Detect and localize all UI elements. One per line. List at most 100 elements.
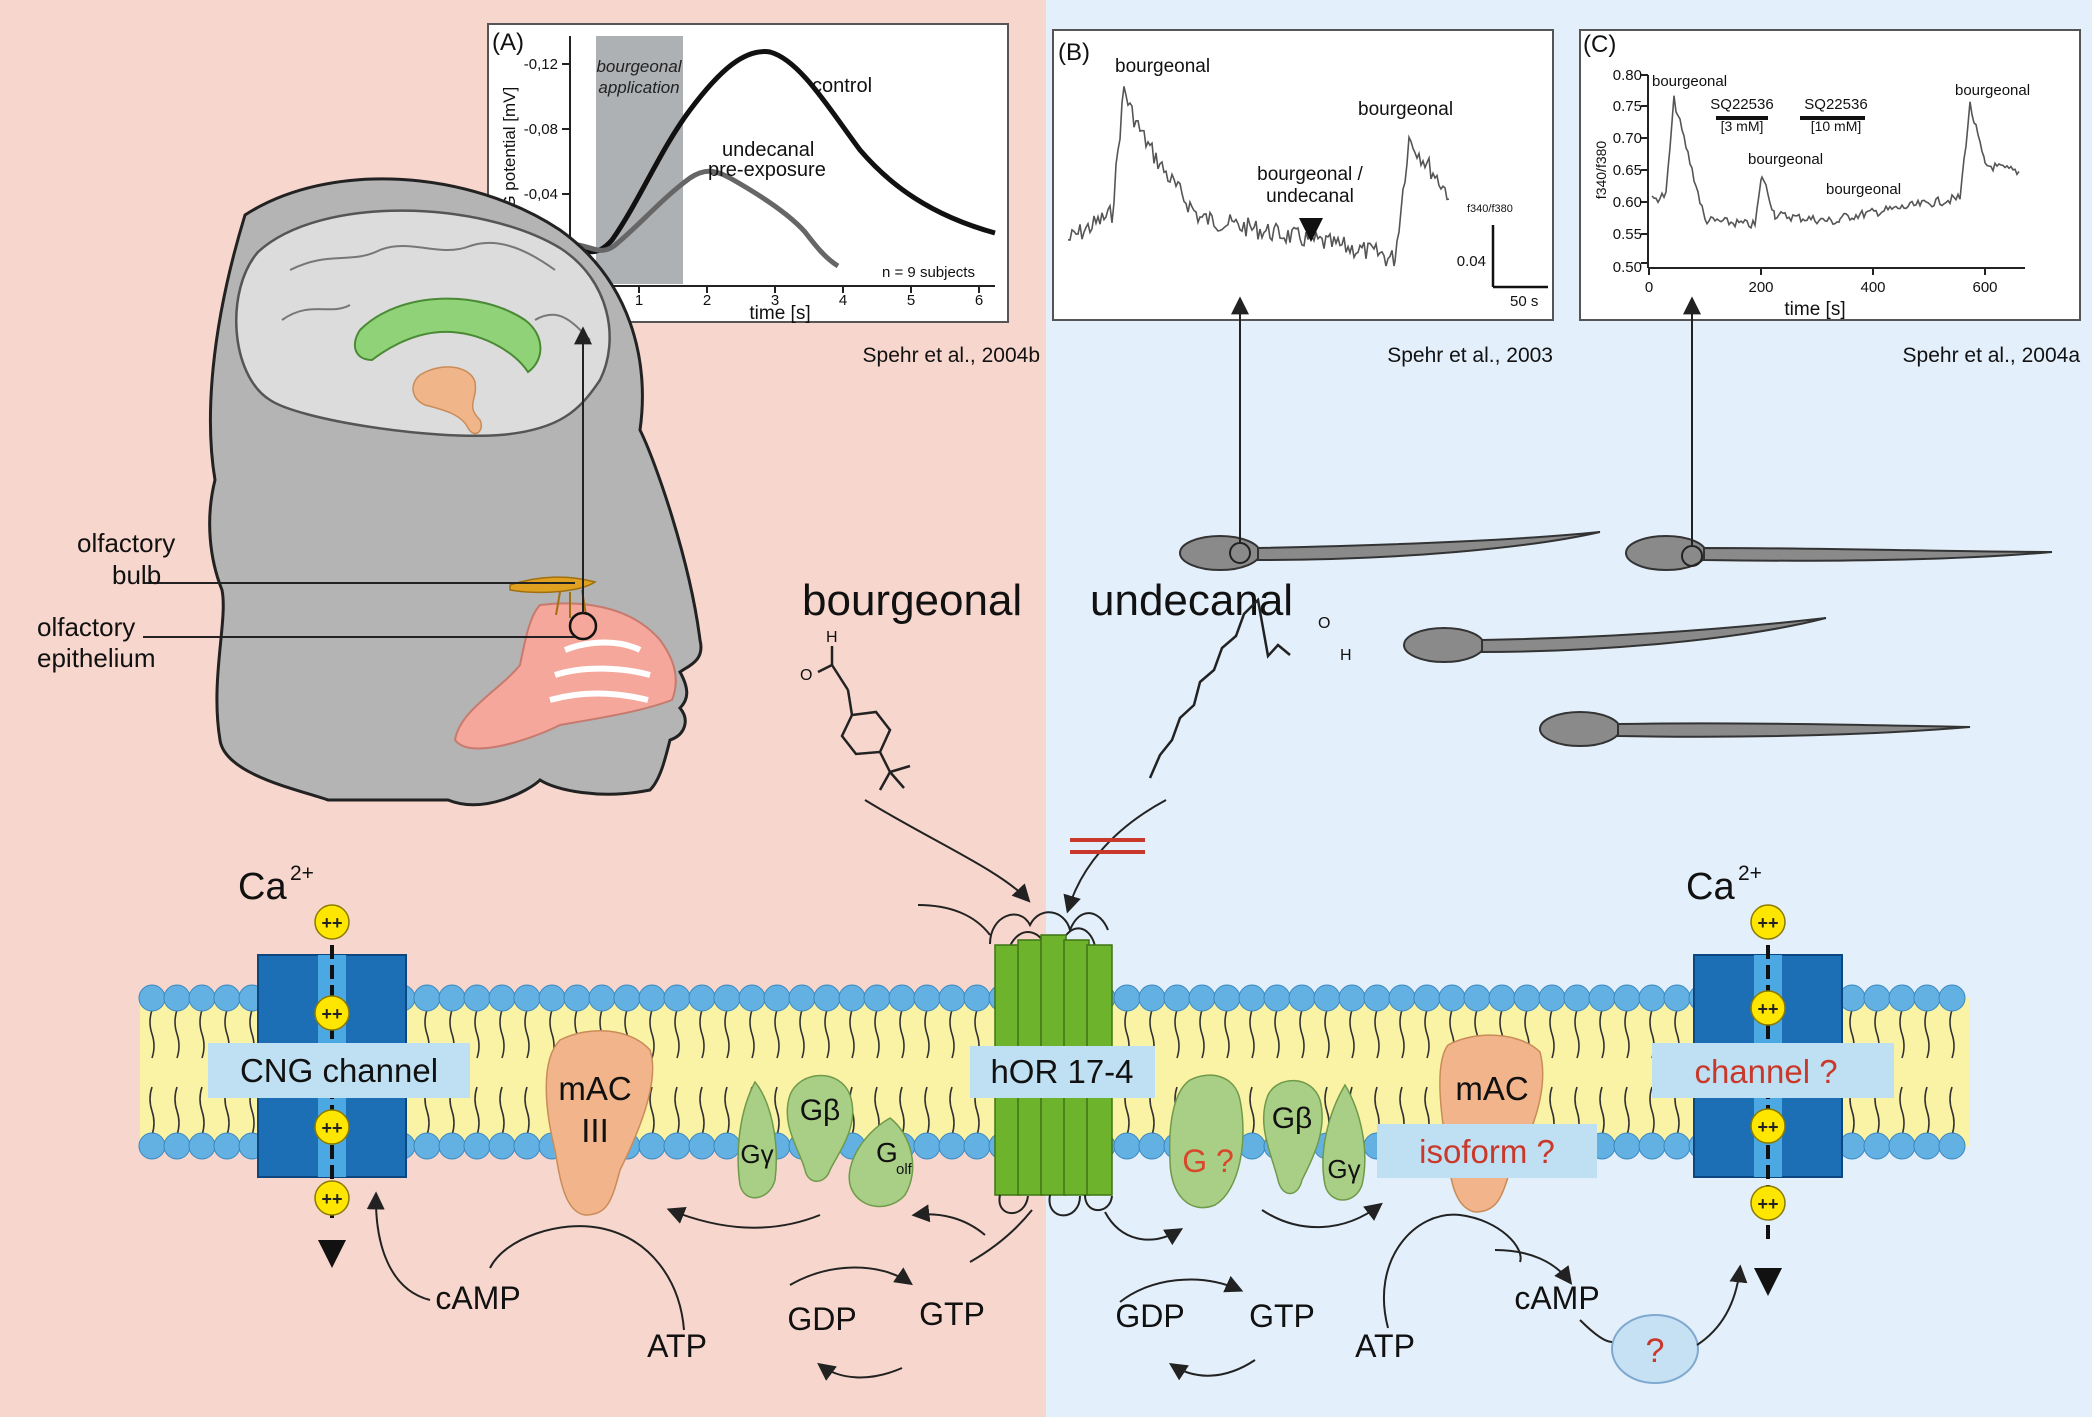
panel-a-xtick-4: 4: [839, 292, 847, 309]
calcium-ion-charge: ++: [1757, 1117, 1778, 1137]
g-olf: [848, 1117, 914, 1208]
g-gamma-left-label: Gγ: [740, 1139, 773, 1169]
panel-a-xlabel: time [s]: [749, 303, 810, 324]
pathway-arrows: [366, 1191, 1748, 1381]
panel-b-scale-y-value: 0.04: [1457, 253, 1486, 270]
pre-exposure-curve: [571, 168, 840, 269]
sperm-cell-1: [1179, 531, 1601, 571]
panel-b-scale-y-label: f340/f380: [1467, 203, 1513, 215]
g-unknown: [1168, 1074, 1244, 1209]
g-beta-right-label: Gβ: [1272, 1102, 1313, 1135]
panel-c-label-sq1a: SQ22536: [1710, 96, 1773, 113]
calcium-ion: [1750, 904, 1786, 940]
panel-c-label-b2: bourgeonal: [1748, 151, 1823, 168]
panel-c-ytick-7: 0.50: [1613, 259, 1642, 276]
panel-c-label-sq2a: SQ22536: [1804, 96, 1867, 113]
camp-right-label: cAMP: [1514, 1280, 1599, 1316]
panel-c-calcium-trace: [1651, 95, 2020, 230]
receptor-n-terminus: [917, 904, 991, 936]
olfactory-bulb-shape: [509, 576, 597, 594]
g-olf-label: G: [876, 1137, 898, 1168]
panel-c-label-sq1b: [3 mM]: [1721, 118, 1764, 134]
calcium-right-label: Ca: [1686, 866, 1735, 908]
gtp-left-label: GTP: [919, 1296, 985, 1332]
calcium-ion: [1750, 1108, 1786, 1144]
gtp-right-label: GTP: [1249, 1298, 1315, 1334]
panel-a-chart: (A) EOG potential [mV] -0,12 -0,08 -0,04…: [487, 23, 1009, 324]
calcium-ion: [314, 904, 350, 940]
calcium-ion: [314, 995, 350, 1031]
g-gamma-left: [737, 1080, 778, 1199]
panel-b-scale-x-label: 50 s: [1510, 293, 1538, 310]
panel-b-peak1-label: bourgeonal: [1115, 56, 1210, 77]
undecanal-o: O: [1318, 615, 1330, 632]
panel-a-n-label: n = 9 subjects: [882, 264, 975, 281]
panel-c-label-b1: bourgeonal: [1652, 73, 1727, 90]
calcium-ion-charge: ++: [1757, 913, 1778, 933]
panel-b-down-arrow-icon: [1299, 218, 1323, 242]
panel-a-control-label: control: [812, 75, 872, 97]
panel-c-chart: (C) f340/f380 0.80 0.75 0.70 0.65 0.60 0…: [1579, 29, 2081, 321]
calcium-ions: ++++++++++++++++: [314, 904, 1786, 1221]
cng-channel-label: CNG channel: [240, 1052, 438, 1089]
unknown-channel-label: channel ?: [1694, 1053, 1837, 1090]
isoform-label: isoform ?: [1419, 1133, 1555, 1170]
panel-a-pre-label-1: undecanal: [722, 139, 814, 161]
undecanal-title: undecanal: [1090, 576, 1293, 625]
panel-c-ytick-1: 0.80: [1613, 67, 1642, 84]
panel-c-xtick-3: 600: [1972, 279, 1997, 296]
channel-efflux-arrow-icon: [1754, 1268, 1782, 1296]
receptor-label: hOR 17-4: [990, 1053, 1133, 1090]
panel-c-citation: Spehr et al., 2004a: [1903, 344, 2081, 367]
epithelium-label-2: epithelium: [37, 643, 156, 673]
epithelium-label-1: olfactory: [37, 612, 135, 642]
g-gamma-right: [1322, 1083, 1366, 1201]
unknown-mediator-label: ?: [1646, 1332, 1665, 1370]
panel-b-chart: (B) bourgeonal bourgeonal / undecanal bo…: [1052, 29, 1554, 321]
calcium-ion: [314, 1180, 350, 1216]
sperm-cell-3: [1403, 617, 1827, 663]
panel-a-ytick-3: -0,04: [524, 186, 558, 203]
bourgeonal-h: H: [826, 629, 838, 646]
panel-c-xlabel: time [s]: [1784, 299, 1845, 320]
panel-c-ytick-4: 0.65: [1613, 162, 1642, 179]
g-beta-left-label: Gβ: [800, 1094, 841, 1127]
panel-c-label-sq2b: [10 mM]: [1811, 118, 1862, 134]
calcium-left-label: Ca: [238, 866, 287, 908]
calcium-ion: [1750, 990, 1786, 1026]
panel-a-xtick-6: 6: [975, 292, 983, 309]
atp-left-label: ATP: [647, 1328, 707, 1364]
panel-a-ytick-1: -0,12: [524, 56, 558, 73]
panel-c-ylabel: f340/f380: [1593, 141, 1609, 200]
panel-b-mix-label-1: bourgeonal /: [1257, 164, 1363, 185]
panel-a-tag: (A): [492, 29, 524, 56]
thalamus: [412, 366, 482, 435]
panel-b-mix-label-2: undecanal: [1266, 186, 1354, 207]
panel-c-label-b4: bourgeonal: [1955, 82, 2030, 99]
calcium-ion-charge: ++: [1757, 999, 1778, 1019]
sperm-cell-2: [1625, 535, 2053, 571]
panel-c-ytick-3: 0.70: [1613, 130, 1642, 147]
g-unknown-label: G ?: [1182, 1143, 1234, 1179]
calcium-ion-charge: ++: [1757, 1194, 1778, 1214]
panel-a-shade-label-2: application: [598, 78, 679, 97]
calcium-right-charge: 2+: [1738, 862, 1762, 885]
mac-right-label: mAC: [1455, 1070, 1528, 1107]
panel-c-xtick-0: 0: [1645, 279, 1653, 296]
panel-a-shade-label-1: bourgeonal: [596, 57, 682, 76]
panel-a-pre-label-2: pre-exposure: [708, 159, 826, 181]
camp-left-label: cAMP: [435, 1280, 520, 1316]
bourgeonal-title: bourgeonal: [802, 576, 1022, 625]
nasal-cavity: [453, 602, 677, 750]
mac3-enzyme: [545, 1030, 654, 1216]
g-beta-right: [1262, 1079, 1323, 1195]
bourgeonal-binding-arrow: [864, 799, 1031, 903]
panel-c-xtick-1: 200: [1748, 279, 1773, 296]
corpus-callosum: [353, 297, 542, 374]
panel-a-xtick-3: 3: [771, 292, 779, 309]
panel-c-ytick-6: 0.55: [1613, 226, 1642, 243]
mac3-label-1: mAC: [558, 1070, 631, 1107]
panel-a-xtick-5: 5: [907, 292, 915, 309]
undecanal-h: H: [1340, 647, 1352, 664]
bulb-label-1: olfactory: [77, 528, 175, 558]
